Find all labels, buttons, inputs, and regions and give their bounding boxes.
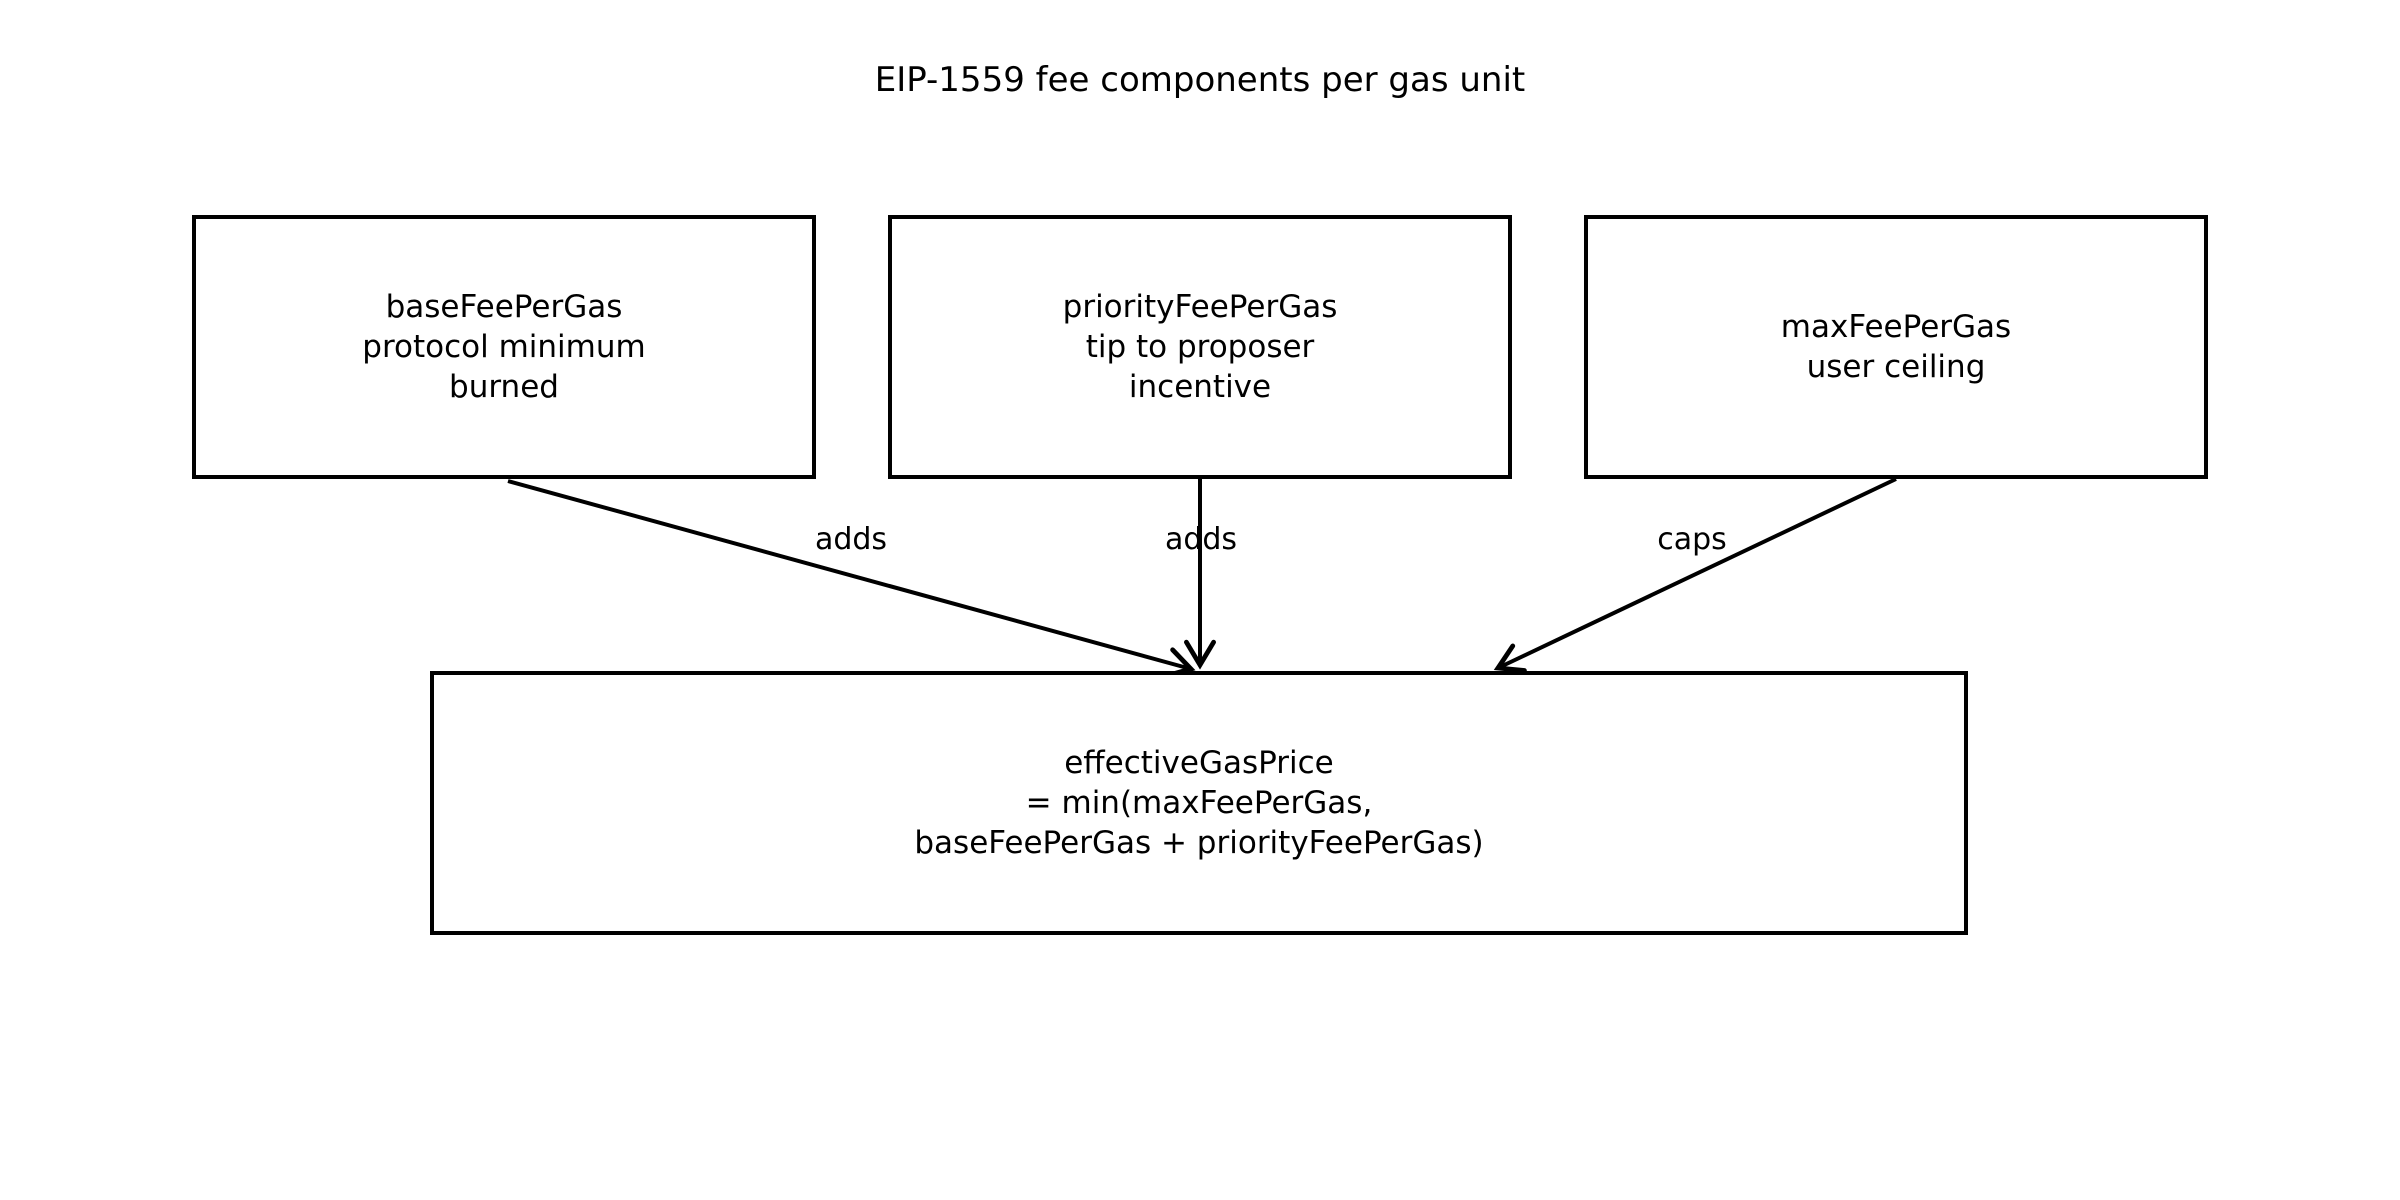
node-effectivegasprice: effectiveGasPrice = min(maxFeePerGas, ba… — [430, 671, 1968, 935]
node-line: baseFeePerGas — [385, 289, 623, 325]
node-maxfeepergas-text: maxFeePerGas user ceiling — [1781, 307, 2011, 387]
node-line: burned — [449, 369, 559, 405]
edge-line-base-to-effective — [507, 479, 1196, 679]
node-line: maxFeePerGas — [1780, 309, 2012, 345]
edge-label-adds-center: adds — [1164, 522, 1238, 557]
node-maxfeepergas: maxFeePerGas user ceiling — [1584, 215, 2208, 479]
node-basefeepergas-text: baseFeePerGas protocol minimum burned — [362, 287, 645, 407]
node-effectivegasprice-text: effectiveGasPrice = min(maxFeePerGas, ba… — [914, 743, 1483, 863]
node-line: = min(maxFeePerGas, — [1025, 785, 1373, 821]
node-basefeepergas: baseFeePerGas protocol minimum burned — [192, 215, 816, 479]
diagram-title: EIP-1559 fee components per gas unit — [874, 60, 1526, 100]
edge-label-adds-left: adds — [814, 522, 888, 557]
node-line: effectiveGasPrice — [1064, 745, 1334, 781]
node-priorityfeepergas: priorityFeePerGas tip to proposer incent… — [888, 215, 1512, 479]
node-line: tip to proposer — [1085, 329, 1315, 365]
node-line: baseFeePerGas + priorityFeePerGas) — [914, 825, 1484, 861]
node-line: protocol minimum — [362, 329, 646, 365]
edge-label-caps: caps — [1657, 522, 1727, 557]
node-line: priorityFeePerGas — [1062, 289, 1338, 325]
node-line: incentive — [1128, 369, 1272, 405]
node-priorityfeepergas-text: priorityFeePerGas tip to proposer incent… — [1063, 287, 1338, 407]
edge-line-max-to-effective — [1493, 477, 1897, 673]
node-line: user ceiling — [1806, 349, 1986, 385]
